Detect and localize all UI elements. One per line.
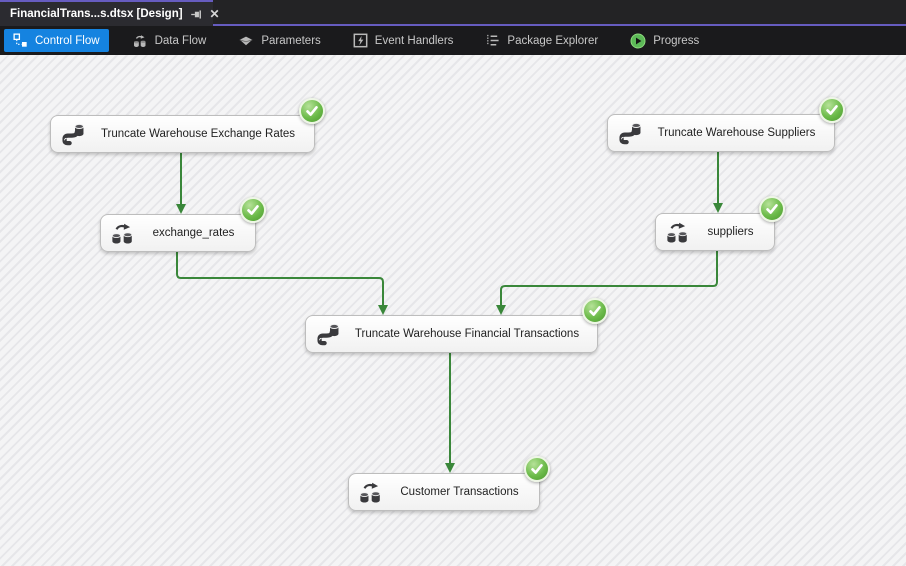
data-flow-task-icon [357, 479, 384, 506]
task-customer-transactions[interactable]: Customer Transactions [348, 456, 550, 511]
document-tab-strip: FinancialTrans...s.dtsx [Design] ✕ [0, 0, 906, 26]
tab-progress[interactable]: Progress [621, 29, 708, 53]
edge-suppliers-to-truncate-financial[interactable] [500, 251, 718, 305]
tab-label: Event Handlers [374, 34, 454, 47]
success-check-icon [524, 456, 550, 482]
execute-sql-task-icon [59, 121, 86, 148]
tab-package-explorer[interactable]: Package Explorer [476, 29, 607, 52]
success-check-icon [759, 196, 785, 222]
data-flow-task-icon [664, 219, 691, 246]
task-label: Truncate Warehouse Exchange Rates [100, 128, 296, 140]
tab-event-handlers[interactable]: Event Handlers [344, 29, 463, 52]
task-label: Truncate Warehouse Financial Transaction… [354, 328, 580, 340]
success-check-icon [240, 197, 266, 223]
tab-label: Package Explorer [507, 34, 599, 47]
document-tab-title: FinancialTrans...s.dtsx [Design] [10, 8, 183, 20]
success-check-icon [819, 97, 845, 123]
progress-icon [630, 33, 646, 49]
control-flow-icon [13, 33, 28, 48]
arrowhead [713, 203, 723, 213]
arrowhead [176, 204, 186, 214]
tab-data-flow[interactable]: Data Flow [123, 29, 216, 53]
close-icon[interactable]: ✕ [209, 7, 220, 21]
parameters-icon [238, 33, 254, 49]
tab-control-flow[interactable]: Control Flow [4, 29, 109, 52]
tab-parameters[interactable]: Parameters [229, 29, 329, 53]
precedence-constraints [176, 152, 723, 473]
event-handlers-icon [353, 33, 368, 48]
task-label: suppliers [707, 226, 754, 238]
task-truncate-warehouse-financial-transactions[interactable]: Truncate Warehouse Financial Transaction… [305, 298, 608, 353]
document-tab[interactable]: FinancialTrans...s.dtsx [Design] ✕ [0, 0, 220, 26]
tab-strip-accent-line [213, 24, 906, 26]
task-label: Customer Transactions [400, 486, 519, 498]
arrowhead [445, 463, 455, 473]
success-check-icon [299, 98, 325, 124]
designer-toolbar: Control Flow Data Flow Parameters [0, 26, 906, 55]
design-surface[interactable]: Truncate Warehouse Exchange Rates Trunca… [0, 55, 906, 566]
arrowhead [496, 305, 506, 315]
tab-label: Progress [653, 34, 700, 47]
task-label: Truncate Warehouse Suppliers [657, 127, 816, 139]
tab-label: Parameters [261, 34, 321, 47]
execute-sql-task-icon [314, 321, 341, 348]
arrowhead [378, 305, 388, 315]
tab-label: Data Flow [154, 34, 207, 47]
task-suppliers[interactable]: suppliers [655, 196, 785, 251]
task-exchange-rates[interactable]: exchange_rates [100, 197, 266, 252]
pin-icon[interactable] [190, 7, 203, 21]
task-truncate-warehouse-suppliers[interactable]: Truncate Warehouse Suppliers [607, 97, 845, 152]
task-truncate-warehouse-exchange-rates[interactable]: Truncate Warehouse Exchange Rates [50, 98, 325, 153]
package-explorer-icon [485, 33, 500, 48]
task-label: exchange_rates [152, 227, 235, 239]
edge-exchange-rates-to-truncate-financial[interactable] [176, 252, 384, 305]
data-flow-icon [132, 33, 148, 49]
execute-sql-task-icon [616, 120, 643, 147]
data-flow-task-icon [109, 220, 136, 247]
tab-label: Control Flow [35, 34, 100, 47]
success-check-icon [582, 298, 608, 324]
